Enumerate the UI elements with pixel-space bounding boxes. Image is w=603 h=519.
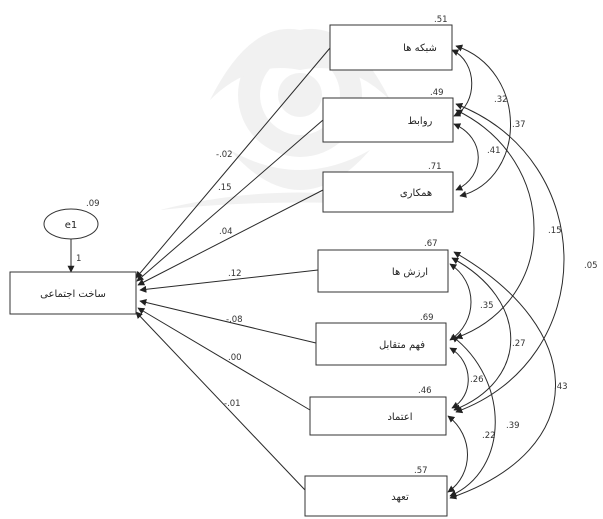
r2-ravabet: .49 bbox=[430, 88, 444, 98]
e1-variance: .09 bbox=[86, 199, 100, 209]
node-etemad-box bbox=[309, 396, 447, 436]
r2-fahm: .69 bbox=[420, 313, 434, 323]
node-arzesh-box bbox=[317, 249, 449, 293]
path-shabake bbox=[135, 47, 331, 279]
node-tahod-label: تعهد bbox=[391, 492, 409, 503]
node-arzesh-label: ارزش ها bbox=[392, 267, 428, 278]
coef-arzesh: .12 bbox=[228, 269, 242, 279]
coef-hamkari: .04 bbox=[219, 227, 233, 237]
node-sakht-box bbox=[9, 271, 137, 315]
corr-c9 bbox=[449, 347, 469, 409]
corr-label-c8: .43 bbox=[554, 382, 568, 392]
node-ravabet-box bbox=[322, 97, 454, 143]
corr-label-c11: .22 bbox=[482, 431, 496, 441]
coef-etemad: .00 bbox=[228, 353, 242, 363]
node-e1-label: e1 bbox=[65, 220, 78, 231]
path-fahm bbox=[139, 299, 317, 344]
r2-tahod: .57 bbox=[414, 466, 428, 476]
node-sakht-label: ساخت اجتماعی bbox=[40, 289, 106, 300]
corr-c8 bbox=[449, 251, 556, 500]
corr-label-c7: .27 bbox=[512, 339, 526, 349]
node-e1-ellipse bbox=[43, 208, 99, 240]
node-ravabet-label: روابط bbox=[408, 116, 433, 127]
path-etemad bbox=[137, 307, 311, 411]
node-etemad-label: اعتماد bbox=[387, 412, 412, 423]
corr-c3 bbox=[453, 123, 479, 191]
node-shabake-box bbox=[329, 24, 453, 71]
node-fahm-label: فهم متقابل bbox=[379, 340, 425, 351]
node-tahod-box bbox=[304, 475, 448, 517]
corr-label-c10: .39 bbox=[506, 421, 520, 431]
coef-ravabet: .15 bbox=[218, 183, 232, 193]
corr-c2 bbox=[455, 44, 511, 198]
corr-label-c4: .15 bbox=[548, 226, 562, 236]
node-hamkari-box bbox=[322, 171, 454, 213]
corr-c6 bbox=[449, 263, 472, 341]
corr-label-c2: .37 bbox=[512, 120, 526, 130]
r2-etemad: .46 bbox=[418, 386, 432, 396]
corr-label-c9: .26 bbox=[470, 375, 484, 385]
node-shabake-label: شبکه ها bbox=[403, 43, 437, 54]
coef-shabake: -.02 bbox=[216, 150, 233, 160]
corr-c11 bbox=[447, 415, 468, 493]
coef-tahod: -.01 bbox=[224, 399, 241, 409]
node-fahm-box bbox=[315, 322, 447, 366]
path-hamkari bbox=[137, 189, 324, 286]
e1-path-weight: 1 bbox=[76, 254, 81, 264]
corr-label-c5: .05 bbox=[584, 261, 598, 271]
path-tahod bbox=[135, 311, 306, 491]
path-ravabet bbox=[136, 119, 324, 282]
r2-hamkari: .71 bbox=[428, 162, 442, 172]
coef-fahm: -.08 bbox=[226, 315, 243, 325]
corr-c10 bbox=[449, 335, 496, 497]
corr-label-c3: .41 bbox=[487, 146, 501, 156]
node-hamkari-label: همکاری bbox=[400, 188, 432, 199]
corr-c4 bbox=[455, 109, 535, 340]
corr-c7 bbox=[451, 257, 512, 411]
r2-shabake: .51 bbox=[434, 15, 448, 25]
path-arzesh bbox=[139, 269, 319, 293]
corr-label-c1: .32 bbox=[494, 95, 508, 105]
r2-arzesh: .67 bbox=[424, 239, 438, 249]
corr-label-c6: .35 bbox=[480, 301, 494, 311]
corr-c5 bbox=[455, 103, 565, 414]
